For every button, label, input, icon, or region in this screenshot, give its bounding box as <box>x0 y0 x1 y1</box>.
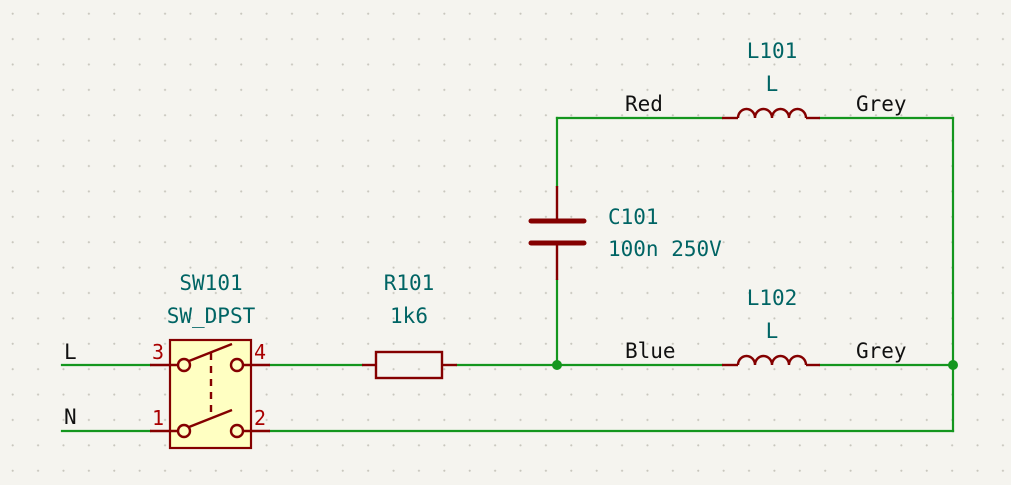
inductor-coil <box>736 107 808 119</box>
net-label-red[interactable]: Red <box>625 92 663 116</box>
r101-value: 1k6 <box>390 304 428 328</box>
wires <box>60 116 955 433</box>
inductor-coil <box>736 354 808 366</box>
net-label-blue[interactable]: Blue <box>625 339 676 363</box>
resistor-body <box>374 350 444 380</box>
junction-dot <box>552 360 562 370</box>
junction-dot <box>948 360 958 370</box>
switch-contact <box>176 423 192 439</box>
capacitor-c101[interactable]: C101 100n 250V <box>528 186 722 280</box>
switch-blade <box>188 342 233 363</box>
c101-value: 100n 250V <box>608 237 722 261</box>
sw101-reference: SW101 <box>179 271 242 295</box>
switch-pin-number: 1 <box>152 406 164 430</box>
resistor-r101[interactable]: R101 1k6 <box>362 271 457 380</box>
sw101-value: SW_DPST <box>167 304 256 328</box>
l101-value: L <box>766 72 779 96</box>
switch-pin-number: 3 <box>152 340 164 364</box>
inductor-l101[interactable]: L101 L <box>722 39 820 120</box>
net-label-grey-bottom[interactable]: Grey <box>856 339 907 363</box>
net-label-n[interactable]: N <box>64 405 77 429</box>
net-labels: L N Red Grey Blue Grey <box>64 92 907 429</box>
switch-pin-number: 4 <box>254 340 266 364</box>
l102-value: L <box>766 319 779 343</box>
c101-reference: C101 <box>608 205 659 229</box>
switch-contact <box>229 423 245 439</box>
net-label-grey-top[interactable]: Grey <box>856 92 907 116</box>
net-label-l[interactable]: L <box>64 340 77 364</box>
l102-reference: L102 <box>747 286 798 310</box>
inductor-l102[interactable]: L102 L <box>722 286 820 367</box>
r101-reference: R101 <box>384 271 435 295</box>
switch-contact <box>229 357 245 373</box>
switch-pin-number: 2 <box>254 406 266 430</box>
switch-sw101[interactable]: 3 4 1 2 SW101 SW_DPST <box>150 271 270 450</box>
switch-contact <box>176 357 192 373</box>
l101-reference: L101 <box>747 39 798 63</box>
